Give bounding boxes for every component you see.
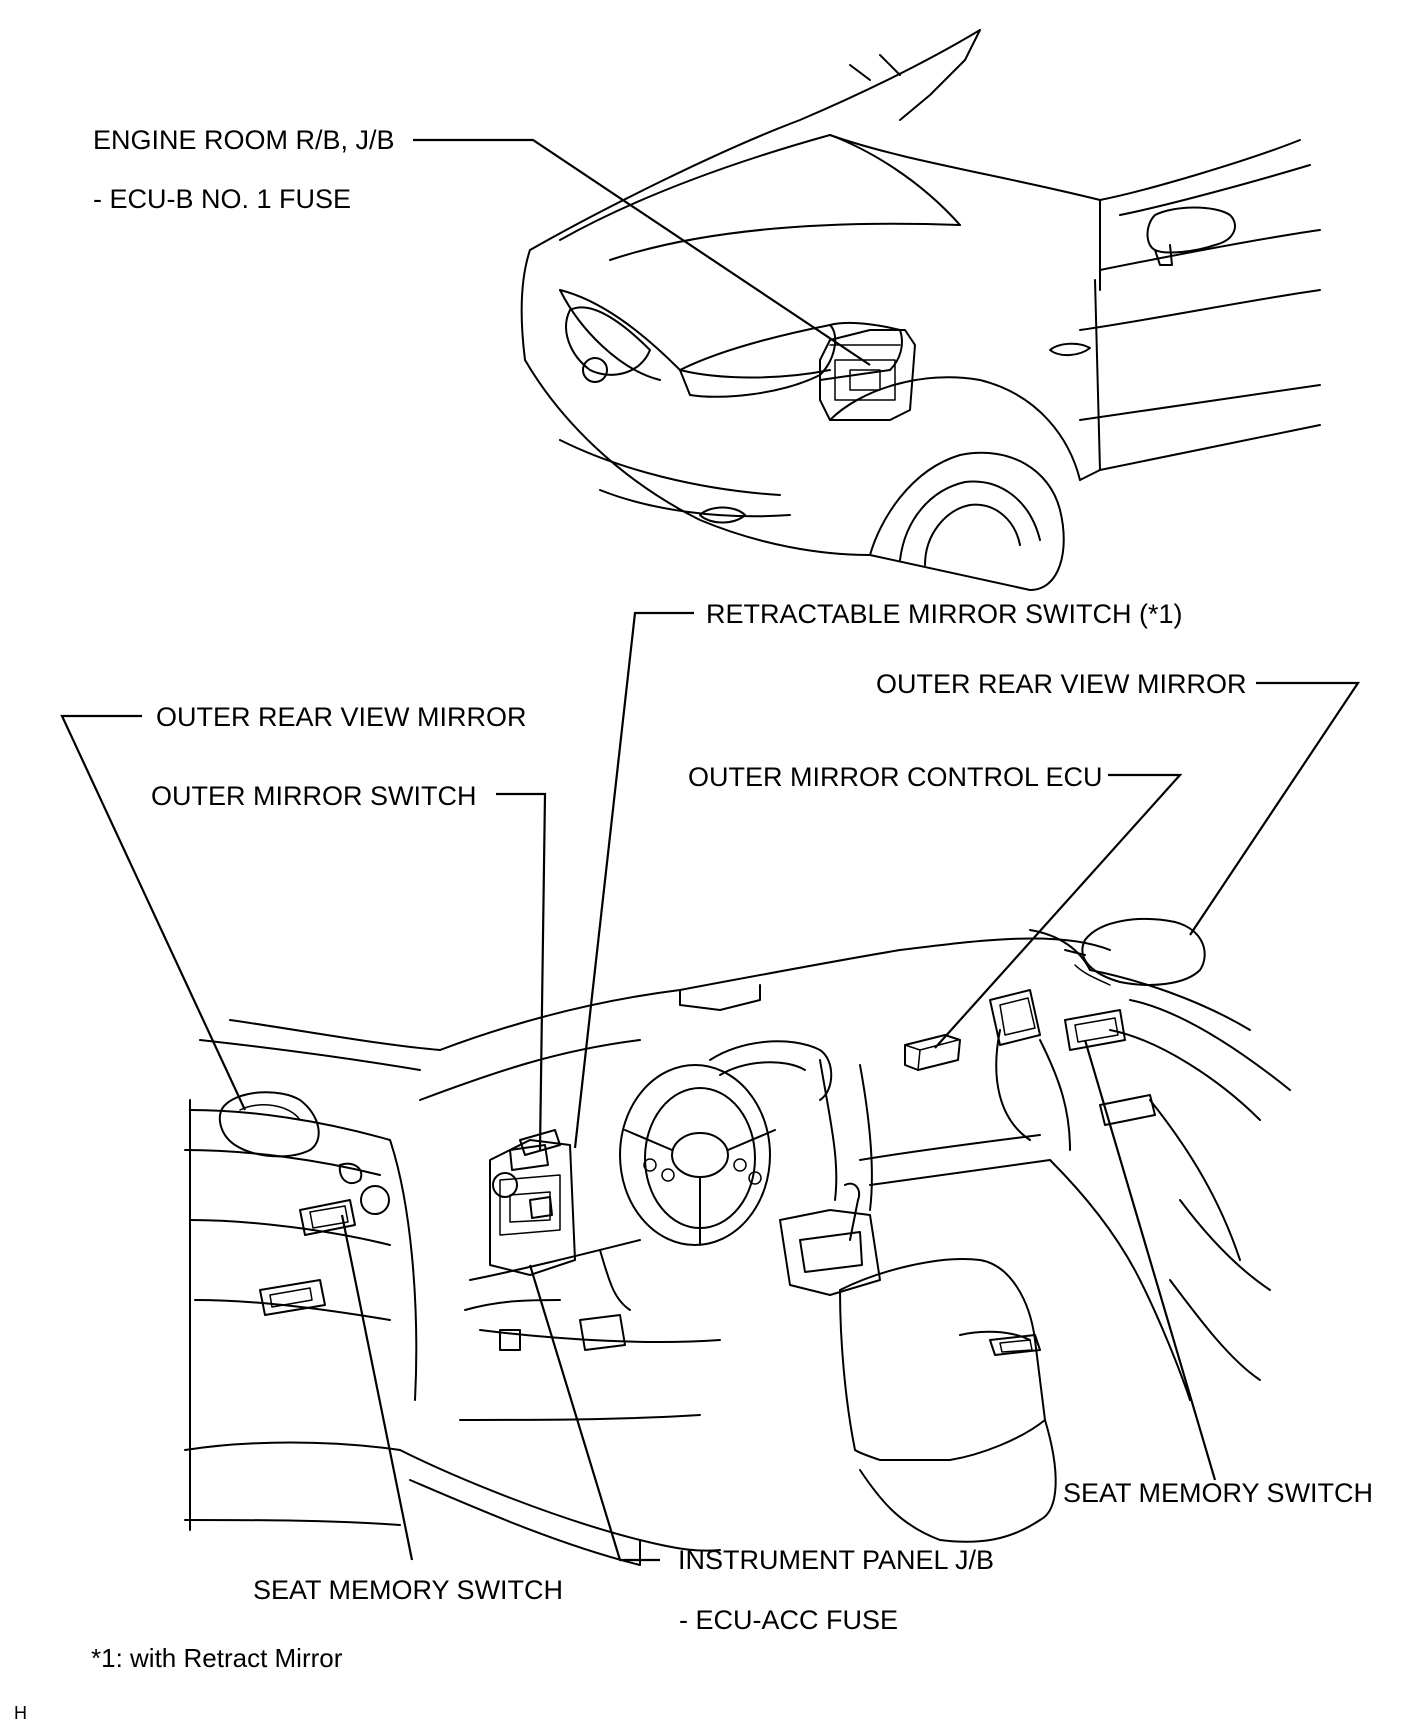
engine-room-rb-jb-label: ENGINE ROOM R/B, J/B (93, 125, 395, 155)
seat-memory-switch-right-label: SEAT MEMORY SWITCH (1063, 1478, 1374, 1508)
car-interior-illustration (184, 918, 1291, 1566)
outer-mirror-control-ecu-label: OUTER MIRROR CONTROL ECU (688, 762, 1103, 792)
footnote: *1: with Retract Mirror (91, 1643, 343, 1673)
ecu-acc-fuse-label: - ECU-ACC FUSE (679, 1605, 899, 1635)
outer-mirror-switch-label: OUTER MIRROR SWITCH (151, 781, 477, 811)
ecu-b-no1-fuse-label: - ECU-B NO. 1 FUSE (93, 184, 352, 214)
outer-rear-view-mirror-right-label: OUTER REAR VIEW MIRROR (876, 669, 1247, 699)
leader-lines (60, 138, 1361, 1562)
outer-rear-view-mirror-left-label: OUTER REAR VIEW MIRROR (156, 702, 527, 732)
instrument-panel-jb-label: INSTRUMENT PANEL J/B (678, 1545, 995, 1575)
seat-memory-switch-left-label: SEAT MEMORY SWITCH (253, 1575, 564, 1605)
retractable-mirror-switch-label: RETRACTABLE MIRROR SWITCH (*1) (706, 599, 1183, 629)
car-exterior-illustration (520, 29, 1321, 591)
corner-mark: H (14, 1703, 27, 1723)
